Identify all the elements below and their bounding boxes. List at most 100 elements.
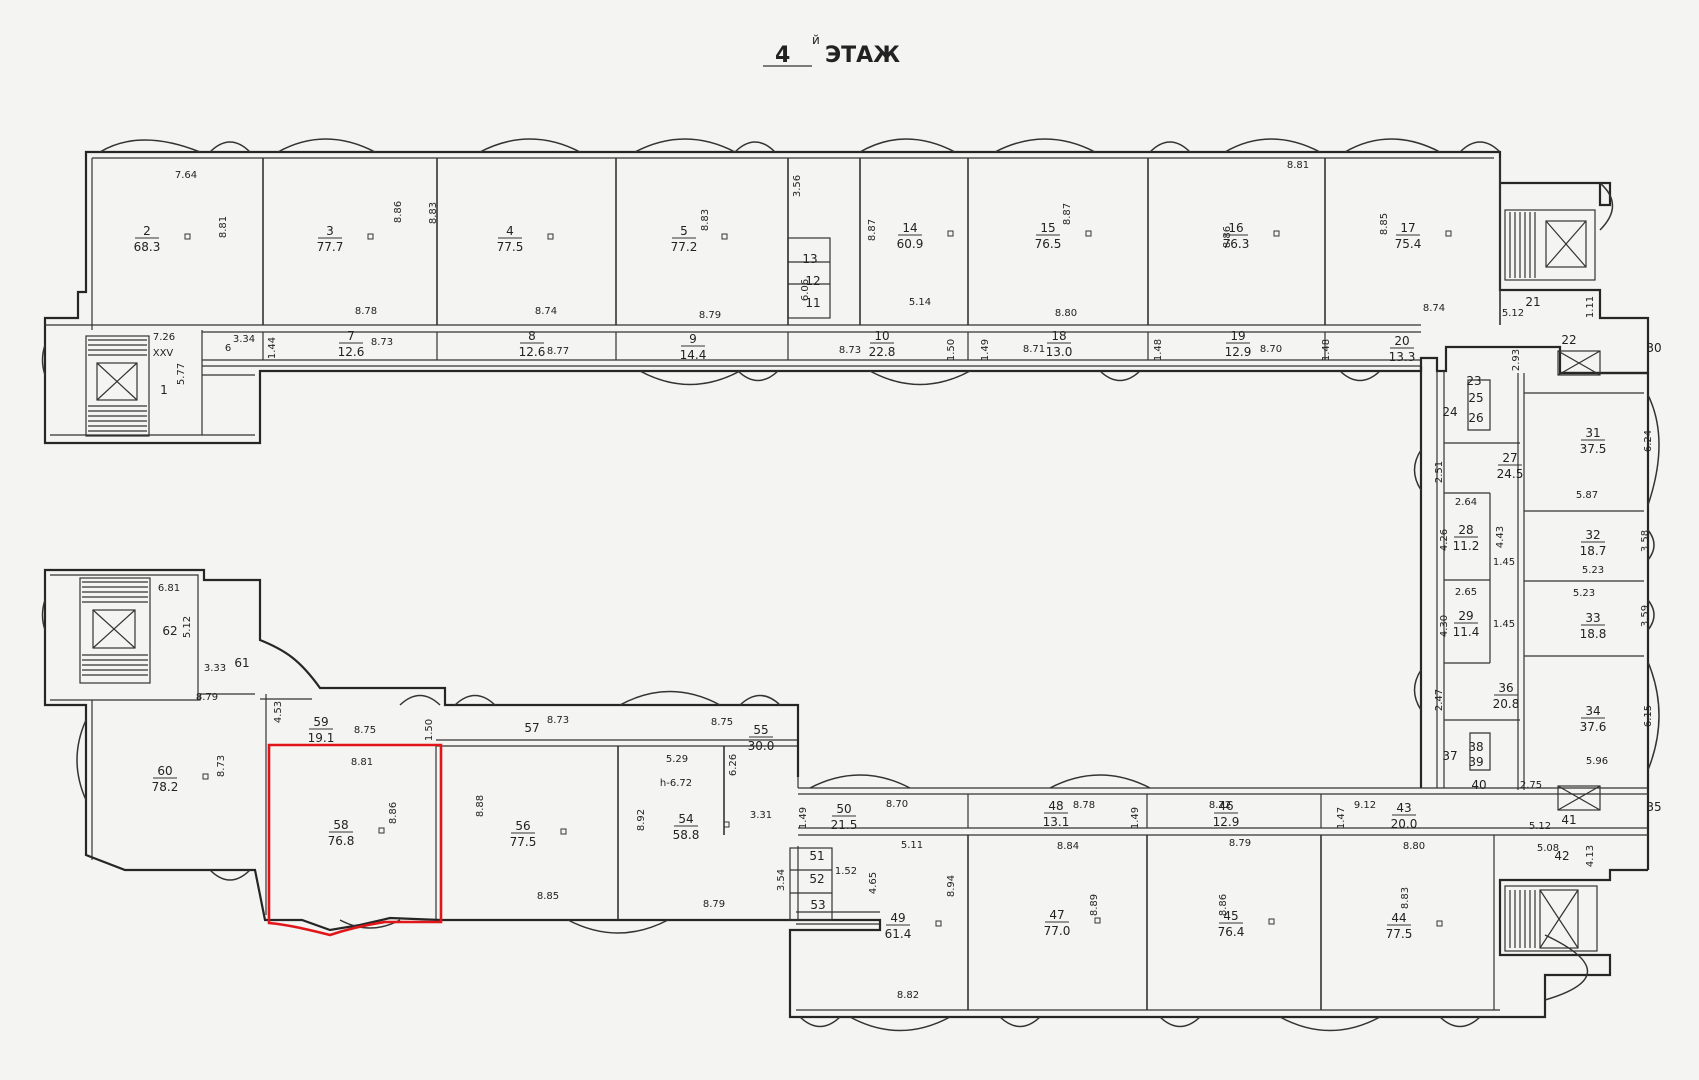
room-area: 76.4	[1218, 925, 1245, 939]
room-area: 12.6	[519, 345, 546, 359]
room-39[interactable]: 39	[1468, 755, 1483, 769]
room-62[interactable]: 62	[162, 624, 177, 638]
room-23[interactable]: 23	[1466, 374, 1481, 388]
room-number: 38	[1468, 740, 1483, 754]
room-number: 36	[1498, 681, 1513, 695]
room-35[interactable]: 35	[1646, 800, 1661, 814]
room-number: 19	[1230, 329, 1245, 343]
room-8[interactable]: 812.6	[519, 329, 546, 359]
room-9[interactable]: 914.4	[680, 332, 707, 362]
room-11[interactable]: 11	[805, 296, 820, 310]
dimension-label: 8.88	[475, 795, 486, 817]
room-number: 48	[1048, 799, 1063, 813]
room-57[interactable]: 57	[524, 721, 539, 735]
room-42[interactable]: 42	[1554, 849, 1569, 863]
room-area: 12.9	[1213, 815, 1240, 829]
bay-window	[619, 690, 721, 706]
room-52[interactable]: 52	[809, 872, 824, 886]
bay-window	[1049, 774, 1151, 789]
stairwell-right-bottom	[1504, 885, 1598, 952]
room-4[interactable]: 477.5	[497, 224, 554, 254]
room-38[interactable]: 38	[1468, 740, 1483, 754]
room-37[interactable]: 37	[1442, 749, 1457, 763]
room-30[interactable]: 30	[1646, 341, 1661, 355]
room-7[interactable]: 712.6	[338, 329, 365, 359]
bay-window	[567, 919, 669, 934]
room-26[interactable]: 26	[1468, 411, 1483, 425]
dimension-label: 6.26	[728, 754, 739, 776]
column-marker	[723, 821, 730, 828]
room-13[interactable]: 13	[802, 252, 817, 266]
dimension-label: 8.94	[946, 875, 957, 897]
room-number: 56	[515, 819, 530, 833]
dimension-label: 1.45	[1493, 557, 1515, 568]
room-61[interactable]: 61	[234, 656, 249, 670]
room-2[interactable]: 268.3	[134, 224, 191, 254]
bay-window	[1647, 661, 1660, 771]
dimension-label: 8.79	[1229, 838, 1251, 849]
dimension-label: 6.81	[158, 583, 180, 594]
room-5[interactable]: 577.2	[671, 224, 728, 254]
dimension-label: 8.74	[1423, 303, 1445, 314]
room-3[interactable]: 377.7	[317, 224, 374, 254]
room-number: 47	[1049, 908, 1064, 922]
room-12[interactable]: 12	[805, 274, 820, 288]
room-53[interactable]: 53	[810, 898, 825, 912]
dimension-label: 3.59	[1640, 605, 1651, 627]
dimension-label: 3.56	[792, 175, 803, 197]
room-22[interactable]: 22	[1561, 333, 1576, 347]
room-41[interactable]: 41	[1561, 813, 1576, 827]
room-25[interactable]: 25	[1468, 391, 1483, 405]
column-marker	[378, 827, 385, 834]
dimension-label: 5.87	[1576, 490, 1598, 501]
highlighted-room-58[interactable]	[267, 743, 443, 937]
room-40[interactable]: 40	[1471, 778, 1486, 792]
bay-window	[1149, 141, 1191, 153]
dimension-label: 8.70	[886, 799, 908, 810]
room-number: 30	[1646, 341, 1661, 355]
bottom-wing-outer-wall	[43, 568, 1648, 1019]
bay-window	[1599, 182, 1614, 231]
room-51[interactable]: 51	[809, 849, 824, 863]
room-1[interactable]: 1	[160, 383, 168, 397]
room-24[interactable]: 24	[1442, 405, 1457, 419]
room-number: 32	[1585, 528, 1600, 542]
room-number: 8	[528, 329, 536, 343]
room-21[interactable]: 21	[1525, 295, 1540, 309]
bay-window	[1413, 449, 1422, 491]
room-number: 43	[1396, 801, 1411, 815]
room-number: 29	[1458, 609, 1473, 623]
